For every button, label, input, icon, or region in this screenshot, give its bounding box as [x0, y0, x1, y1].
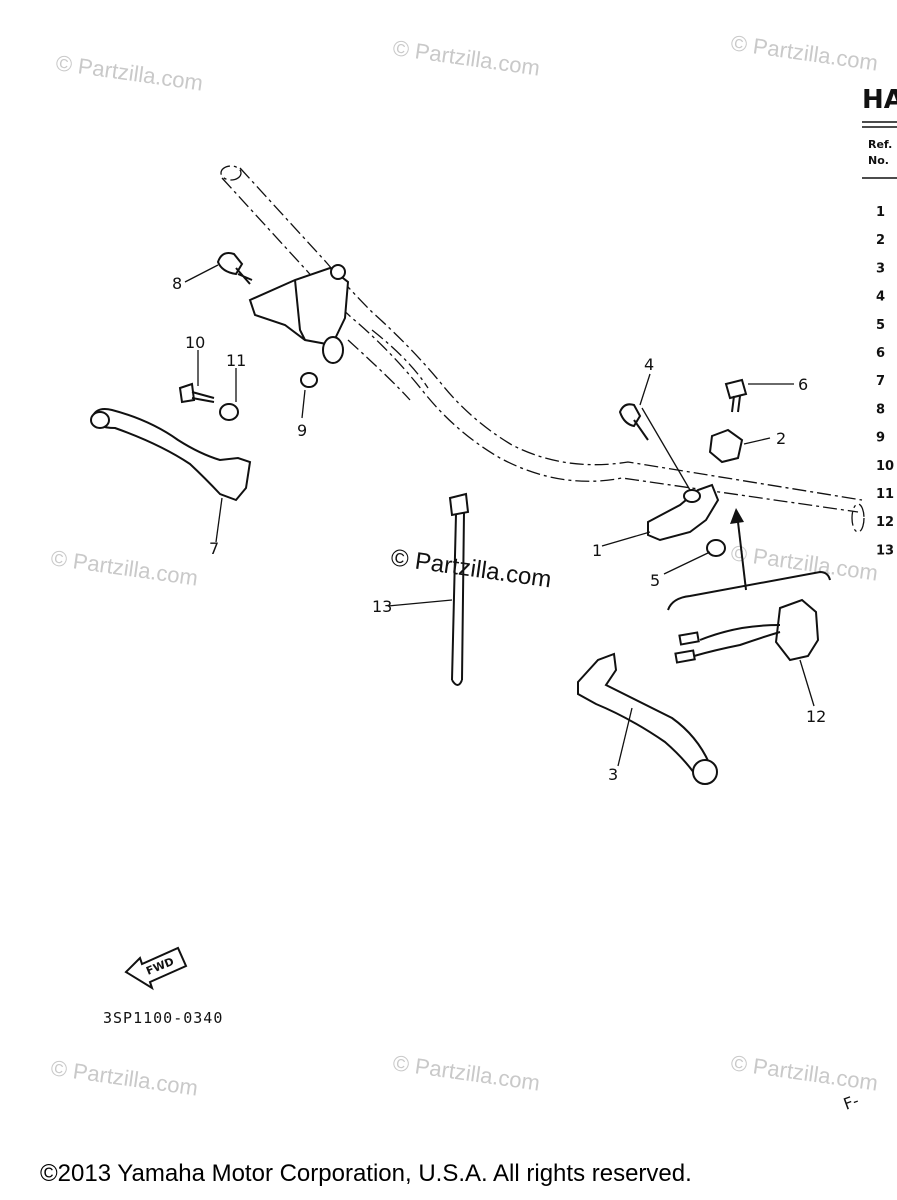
part-4-bolt: [618, 403, 649, 441]
watermarks: © Partzilla.com © Partzilla.com © Partzi…: [49, 30, 879, 1100]
lever-bracket: [248, 264, 350, 364]
part-7-lever: [90, 408, 252, 502]
table-ref-number: 4: [876, 290, 885, 305]
assembly-brace: [667, 508, 831, 611]
callout-12: 12: [806, 707, 826, 726]
callout-7: 7: [209, 539, 219, 558]
part-3-lever: [577, 652, 718, 785]
table-header-ref: Ref.: [868, 138, 892, 151]
callout-6: 6: [798, 375, 808, 394]
table-header-no: No.: [868, 154, 889, 167]
table-ref-number: 3: [876, 261, 885, 276]
table-ref-number: 11: [876, 487, 894, 502]
callout-3: 3: [608, 765, 618, 784]
part-5-nut: [706, 539, 726, 557]
table-ref-number: 9: [876, 431, 885, 446]
part-1-holder: [647, 483, 720, 542]
table-ref-number: 8: [876, 402, 885, 417]
table-ref-number: 7: [876, 374, 885, 389]
part-9-nut: [300, 372, 318, 388]
table-ref-number: 5: [876, 318, 885, 333]
table-ref-number: 13: [876, 543, 894, 558]
watermark: © Partzilla.com: [729, 1050, 879, 1095]
table-ref-number: 6: [876, 346, 885, 361]
part-11-nut: [219, 403, 239, 421]
callout-9: 9: [297, 421, 307, 440]
watermark: © Partzilla.com: [54, 50, 204, 95]
watermark: © Partzilla.com: [391, 35, 541, 80]
watermark: © Partzilla.com: [49, 545, 199, 590]
callout-4: 4: [644, 355, 654, 374]
callout-2: 2: [776, 429, 786, 448]
table-title: HA: [862, 85, 897, 115]
table-ref-number: 2: [876, 233, 885, 248]
part-12-switch: [674, 598, 820, 664]
table-ref-number: 1: [876, 205, 885, 220]
watermark: © Partzilla.com: [49, 1055, 199, 1100]
handlebar: [220, 165, 865, 533]
watermark: © Partzilla.com: [391, 1050, 541, 1095]
callout-1: 1: [592, 541, 602, 560]
part-2-clamp: [708, 428, 744, 464]
copyright-notice: ©2013 Yamaha Motor Corporation, U.S.A. A…: [40, 1160, 692, 1187]
watermark: © Partzilla.com: [729, 30, 879, 75]
diagram-code: 3SP1100-0340: [103, 1009, 223, 1027]
part-6-bolt: [724, 378, 748, 413]
watermark: © Partzilla.com: [729, 540, 879, 585]
margin-note: F-: [841, 1091, 862, 1114]
callout-5: 5: [650, 571, 660, 590]
table-ref-number: 12: [876, 515, 894, 530]
callout-11: 11: [226, 351, 246, 370]
fwd-arrow: FWD: [124, 946, 188, 991]
callouts: 1 2 3 4 5 6 7 8 9 10 11 12 13: [172, 274, 826, 784]
part-10-bolt: [178, 382, 215, 404]
watermark-center: © Partzilla.com: [389, 544, 553, 593]
part-8-bolt: [216, 252, 253, 285]
part-13-cable-tie: [448, 492, 470, 686]
callout-8: 8: [172, 274, 182, 293]
table-ref-number: 10: [876, 459, 894, 474]
callout-13: 13: [372, 597, 392, 616]
callout-10: 10: [185, 333, 205, 352]
leader-lines: [184, 264, 815, 767]
